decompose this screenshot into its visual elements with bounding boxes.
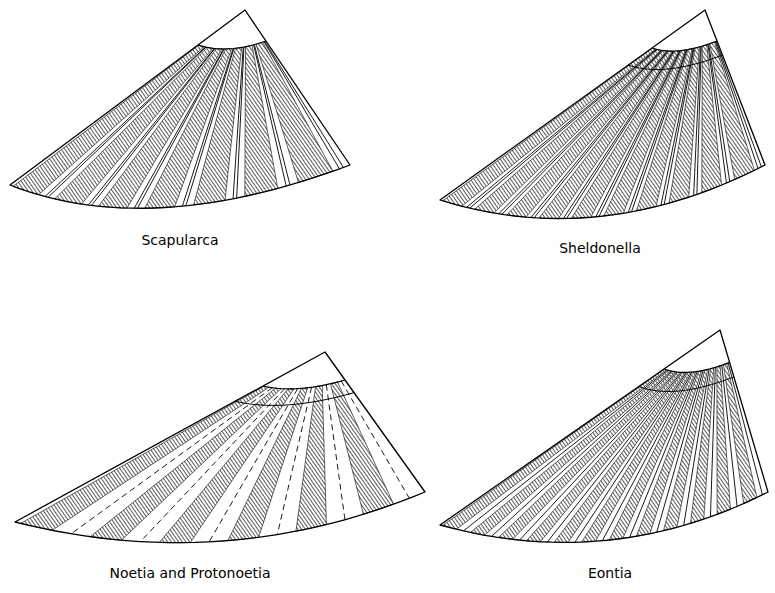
genus-label: Sheldonella (559, 240, 641, 256)
rib-line (463, 370, 667, 531)
rib-fan (10, 10, 350, 208)
rib-band (690, 368, 713, 524)
rib-band (723, 363, 757, 503)
rib-line (599, 51, 680, 217)
rib-line (492, 371, 672, 536)
genus-label: Scapularca (141, 232, 218, 248)
rib-line (722, 365, 737, 506)
rib-line (710, 367, 715, 516)
rib-line (254, 45, 287, 186)
rib-line (277, 387, 311, 534)
growth-line (235, 393, 354, 406)
rib-line (137, 49, 224, 208)
rib-line (664, 48, 694, 204)
umbo-arc (652, 41, 717, 51)
rib-fan (15, 352, 425, 543)
rib-fan (440, 10, 765, 219)
rib-line (233, 47, 243, 199)
rib-line (499, 50, 662, 213)
rib-line (697, 46, 701, 194)
rib-line (470, 49, 657, 208)
rib-line (265, 41, 344, 167)
rib-line (715, 42, 758, 169)
rib-line (209, 389, 298, 542)
genus-label: Noetia and Protonoetia (109, 565, 270, 581)
rib-line (728, 363, 762, 495)
rib-line (628, 50, 686, 213)
umbo-arc (664, 362, 730, 372)
rib-band (256, 42, 333, 182)
fan-outline (440, 330, 768, 542)
rib-line (661, 48, 693, 205)
rib-line (92, 49, 215, 206)
rib-line (71, 388, 272, 534)
fan-outline (15, 352, 425, 543)
rib-line (630, 371, 698, 537)
rib-line (186, 48, 234, 205)
umbo-arc (198, 41, 266, 49)
rib-line (182, 49, 233, 207)
rib-fan (440, 330, 768, 542)
rib-line (684, 369, 709, 525)
rib-line (563, 51, 673, 218)
rib-line (596, 51, 680, 217)
rib-line (326, 385, 345, 520)
rib-line (140, 389, 284, 542)
umbo-arc (263, 380, 345, 389)
rib-band (554, 372, 685, 542)
growth-line (639, 377, 734, 391)
rib-line (237, 47, 244, 198)
rib-line (534, 51, 668, 218)
genus-label: Eontia (588, 565, 632, 581)
rib-line (632, 50, 688, 212)
rib-line (694, 47, 701, 196)
rib-line (531, 51, 668, 218)
rib-line (575, 372, 687, 542)
rib-band (228, 388, 308, 541)
rib-band (331, 382, 394, 514)
rib-line (88, 48, 214, 205)
fan-outline (10, 10, 350, 208)
growth-line (628, 55, 722, 70)
rib-line (341, 381, 409, 498)
rib-band (669, 47, 699, 203)
fan-outline (440, 10, 765, 219)
rib-line (45, 47, 205, 197)
rib-line (134, 49, 223, 208)
rib-line (254, 45, 290, 185)
rib-band (296, 385, 326, 531)
rib-line (264, 42, 340, 169)
rib-line (716, 41, 761, 167)
rib-line (520, 372, 677, 540)
